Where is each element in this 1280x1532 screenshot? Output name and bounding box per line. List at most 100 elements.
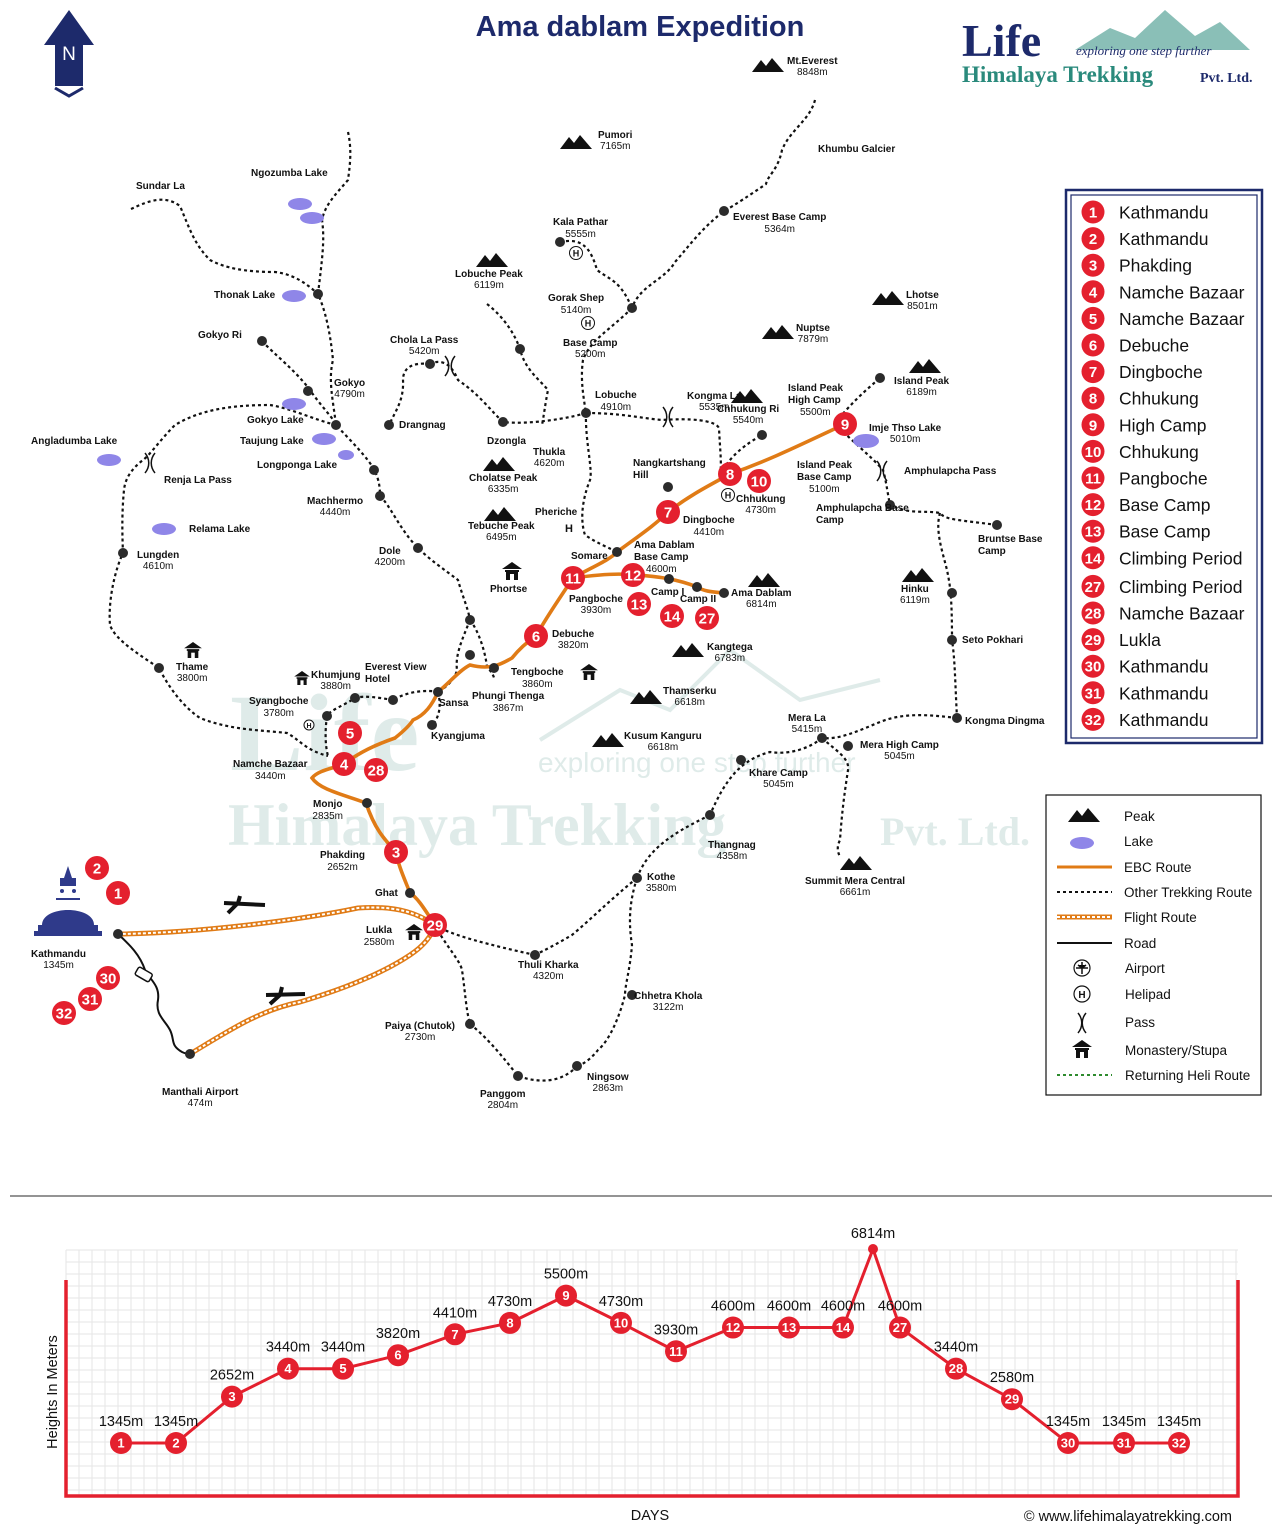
place-name: Khare Camp: [749, 768, 808, 779]
map-day-number: 32: [56, 1006, 73, 1023]
place-name: Lukla: [366, 925, 393, 936]
profile-day: 7: [451, 1327, 458, 1342]
route-nodes: [113, 206, 1002, 1081]
place-name: Lobuche Peak: [455, 269, 523, 280]
place-altitude: 5100m: [809, 484, 840, 495]
place-altitude: 3122m: [653, 1002, 684, 1013]
place-altitude: 6661m: [840, 887, 871, 898]
itinerary-place: Base Camp: [1119, 495, 1210, 515]
place-name: Phungi Thenga: [472, 691, 545, 702]
profile-altitude: 5500m: [544, 1267, 588, 1283]
map-day-number: 29: [427, 918, 444, 935]
place-name: Kongma Dingma: [965, 716, 1045, 727]
itinerary-day: 32: [1085, 712, 1102, 729]
itinerary-place: Phakding: [1119, 256, 1192, 276]
place-name: Monjo: [313, 799, 342, 810]
place-name: Kangtega: [707, 642, 753, 653]
place-label: Gokyo Lake: [247, 415, 304, 426]
place-name: Cholatse Peak: [469, 473, 538, 484]
place-label: Ghat: [375, 888, 398, 899]
place-altitude: 2652m: [327, 862, 358, 873]
stupa-icon: [34, 866, 102, 936]
place-name: Thonak Lake: [214, 290, 276, 301]
place-name: Hotel: [365, 674, 390, 685]
place-label: Drangnag: [399, 420, 446, 431]
map-title: Ama dablam Expedition: [476, 11, 805, 43]
peak-icon: [752, 58, 784, 72]
airplane-icon: [265, 986, 306, 1006]
map-day-marker: 3: [384, 840, 408, 864]
place-name: Lhotse: [906, 290, 939, 301]
place-label: Somare: [571, 551, 608, 562]
itinerary-place: Namche Bazaar: [1119, 282, 1245, 302]
peak-icon: [672, 643, 704, 657]
profile-altitude: 3440m: [321, 1340, 365, 1356]
profile-day: 9: [562, 1288, 569, 1303]
place-altitude: 5415m: [792, 724, 823, 735]
place-altitude: 4600m: [646, 564, 677, 575]
place-altitude: 5500m: [800, 407, 831, 418]
place-name: Dingboche: [683, 515, 735, 526]
svg-text:H: H: [573, 249, 580, 259]
profile-altitude: 4600m: [711, 1299, 755, 1315]
peak-icon: [762, 325, 794, 339]
itinerary-place: Kathmandu: [1119, 229, 1209, 249]
profile-altitude: 3440m: [934, 1340, 978, 1356]
place-name: Ngozumba Lake: [251, 168, 328, 179]
place-name: Nuptse: [796, 323, 830, 334]
itinerary-day: 31: [1085, 685, 1102, 702]
place-name: Pangboche: [569, 594, 623, 605]
profile-altitude: 1345m: [1046, 1414, 1090, 1430]
itinerary-place: Dingboche: [1119, 362, 1203, 382]
place-label: Seto Pokhari: [962, 635, 1023, 646]
profile-altitude: 4600m: [767, 1299, 811, 1315]
map-day-marker: 5: [338, 721, 362, 745]
place-name: Gokyo: [334, 378, 365, 389]
flight-routes: [117, 895, 438, 1057]
place-name: Pheriche: [535, 507, 578, 518]
itinerary-day: 12: [1085, 497, 1102, 514]
place-altitude: 5200m: [575, 349, 606, 360]
place-label: Paiya (Chutok)2730m: [385, 1021, 455, 1043]
place-name: Sundar La: [136, 181, 185, 192]
itinerary-place: Kathmandu: [1119, 203, 1209, 223]
map-day-number: 3: [392, 845, 400, 862]
lake-icon: [312, 433, 336, 445]
place-altitude: 7879m: [798, 334, 829, 345]
copyright: © www.lifehimalayatrekking.com: [1024, 1509, 1232, 1525]
profile-altitude: 4730m: [599, 1294, 643, 1310]
place-name: Ama Dablam: [634, 540, 695, 551]
place-altitude: 5420m: [409, 346, 440, 357]
profile-point: 9 5500m: [544, 1267, 588, 1307]
place-altitude: 6335m: [488, 484, 519, 495]
place-altitude: 6618m: [648, 742, 679, 753]
legend-label-peak: Peak: [1124, 809, 1155, 824]
place-name: Namche Bazaar: [233, 759, 308, 770]
place-name: Camp: [978, 546, 1006, 557]
place-name: Camp: [816, 515, 844, 526]
monastery-icon: [502, 562, 522, 580]
profile-day: 4: [284, 1361, 292, 1376]
place-altitude: 3867m: [493, 703, 524, 714]
map-day-number: 30: [100, 971, 117, 988]
place-label: Taujung Lake: [240, 436, 304, 447]
